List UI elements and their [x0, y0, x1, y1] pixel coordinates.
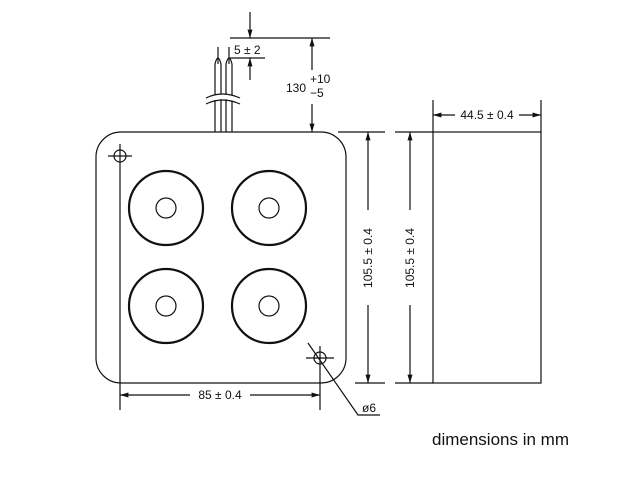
- svg-text:+10: +10: [310, 72, 331, 86]
- hole-spacing-dimension: 85 ± 0.4: [198, 388, 242, 402]
- wire-length-dimension: 130 +10 −5: [286, 72, 331, 100]
- front-height-dimension: 105.5 ± 0.4: [361, 228, 375, 288]
- units-note: dimensions in mm: [432, 430, 569, 449]
- mounting-hole-top-left: [108, 144, 132, 168]
- side-view-outline: [432, 131, 542, 384]
- mounting-hole-bottom-right: [306, 346, 334, 410]
- side-height-dimension: 105.5 ± 0.4: [403, 228, 417, 288]
- lead-wires: [204, 47, 242, 132]
- transducer-2: [230, 169, 308, 247]
- front-plate-outline: [95, 131, 347, 384]
- transducer-1: [127, 169, 205, 247]
- svg-text:130: 130: [286, 81, 306, 95]
- transducer-3: [127, 267, 205, 345]
- svg-text:−5: −5: [310, 86, 324, 100]
- hole-diameter-dimension: ø6: [362, 401, 376, 415]
- wire-strip-dimension: 5 ± 2: [234, 43, 261, 57]
- depth-dimension: 44.5 ± 0.4: [460, 108, 514, 122]
- transducer-4: [230, 267, 308, 345]
